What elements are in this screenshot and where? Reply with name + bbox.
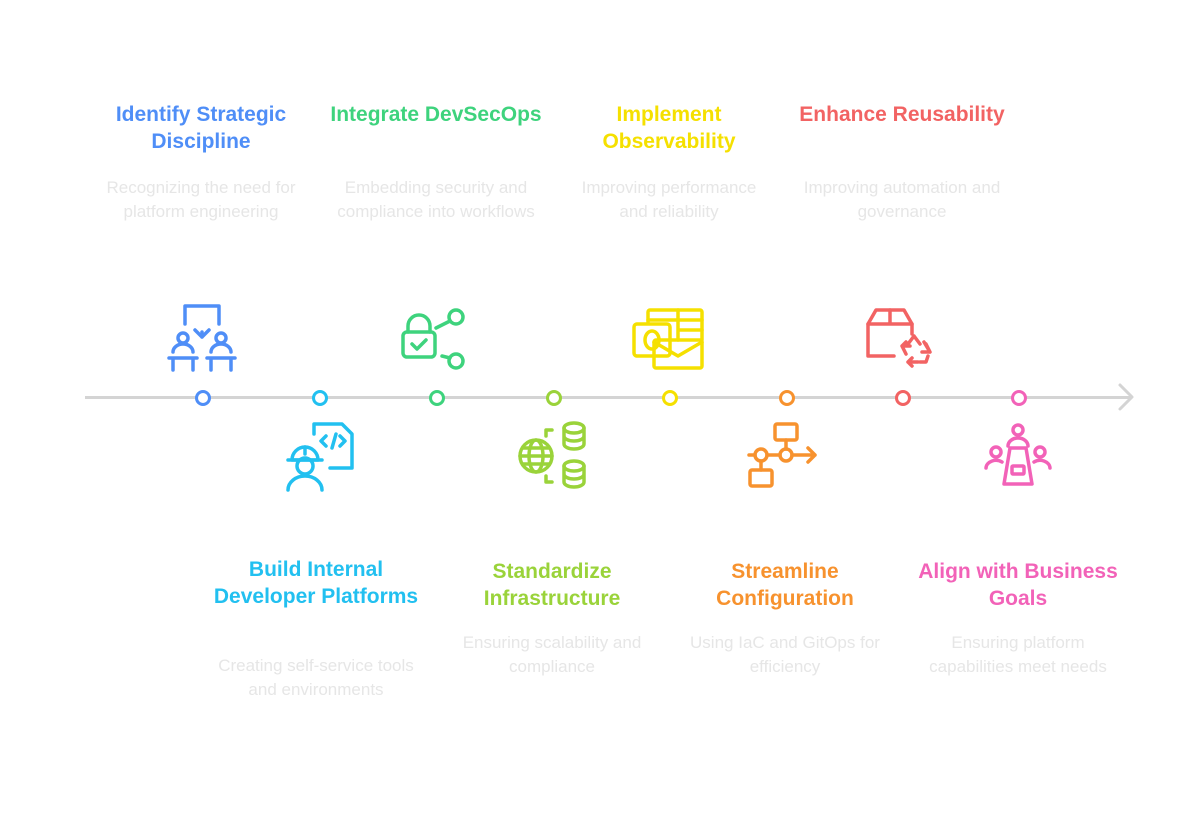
step-title-standardize-infrastructure: Standardize Infrastructure [483,560,621,610]
timeline-dot-step-2 [312,390,328,406]
step-desc-identify-strategic-discipline: Recognizing the need for platform engine… [106,178,296,221]
presentation-meeting-icon [162,300,242,380]
box-recycle-icon [862,300,942,380]
timeline-axis [85,396,1130,399]
arrow-right-icon [1118,383,1134,411]
step-desc-align-with-business-goals: Ensuring platform capabilities meet need… [929,633,1107,676]
step-desc-streamline-configuration: Using IaC and GitOps for efficiency [690,633,880,676]
meeting-table-icon [978,414,1058,494]
timeline-dot-step-1 [195,390,211,406]
step-title-build-internal-developer-platforms: Build Internal Developer Platforms [213,558,419,608]
step-desc-build-internal-developer-platforms: Creating self-service tools and environm… [218,656,414,699]
globe-database-icon [512,414,592,494]
timeline-dot-step-7 [895,390,911,406]
step-title-identify-strategic-discipline: Identify Strategic Discipline [115,103,287,153]
lock-share-icon [396,300,476,380]
step-desc-integrate-devsecops: Embedding security and compliance into w… [337,178,535,221]
step-desc-standardize-infrastructure: Ensuring scalability and compliance [462,633,642,676]
outlook-mail-icon [630,300,710,380]
timeline-dot-step-8 [1011,390,1027,406]
step-title-enhance-reusability: Enhance Reusability [799,103,1005,126]
step-title-streamline-configuration: Streamline Configuration [716,560,854,610]
step-desc-enhance-reusability: Improving automation and governance [803,178,1001,221]
step-title-align-with-business-goals: Align with Business Goals [918,560,1118,610]
workflow-arrow-icon [745,414,825,494]
step-title-implement-observability: Implement Observability [602,103,736,153]
timeline-dot-step-6 [779,390,795,406]
timeline-dot-step-4 [546,390,562,406]
timeline-dot-step-3 [429,390,445,406]
step-title-integrate-devsecops: Integrate DevSecOps [330,103,542,126]
developer-code-icon [278,414,358,494]
timeline-dot-step-5 [662,390,678,406]
step-desc-implement-observability: Improving performance and reliability [581,178,757,221]
